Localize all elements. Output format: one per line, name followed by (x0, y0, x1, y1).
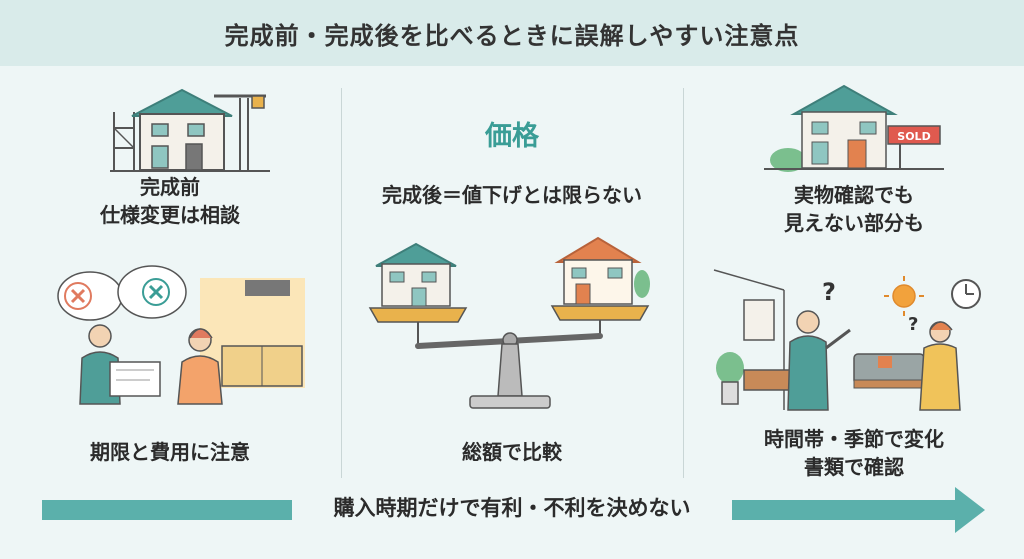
left-footer: 期限と費用に注意 (90, 440, 250, 464)
banner-arrow-left-bar (42, 500, 292, 520)
svg-text:?: ? (822, 278, 836, 306)
right-heading-line1: 実物確認でも (794, 183, 914, 207)
couple-discussing-plans-illustration (57, 265, 305, 405)
banner-text: 購入時期だけで有利・不利を決めない (333, 496, 691, 520)
column-inspection: SOLD 実物確認でも 見えない部分も ? ? 時間帯・季節で変化 書類で確認 (684, 66, 1024, 486)
page-title: 完成前・完成後を比べるときに誤解しやすい注意点 (224, 21, 800, 50)
right-footer-line2: 書類で確認 (804, 455, 904, 479)
column-divider-left (341, 88, 342, 478)
column-before-completion: 完成前 仕様変更は相談 期限と費用に注意 (0, 66, 340, 486)
header-bar: 完成前・完成後を比べるときに誤解しやすい注意点 (0, 0, 1024, 66)
arrow-right-icon (955, 487, 985, 533)
right-heading-line2: 見えない部分も (784, 211, 924, 235)
price-title: 価格 (485, 121, 539, 152)
sold-sign-text: SOLD (897, 130, 930, 143)
balance-scale-houses-illustration (368, 236, 650, 409)
sold-house-icon: SOLD (764, 84, 944, 172)
column-price: 価格 完成後＝値下げとは限らない 総額で比較 (342, 66, 682, 486)
room-viewing-illustration: ? ? (713, 269, 981, 411)
center-footer: 総額で比較 (462, 440, 562, 464)
right-footer-line1: 時間帯・季節で変化 (764, 427, 944, 451)
svg-text:?: ? (908, 314, 918, 335)
construction-house-icon (110, 88, 270, 172)
left-heading-line2: 仕様変更は相談 (100, 203, 240, 227)
price-subtitle: 完成後＝値下げとは限らない (382, 183, 642, 207)
left-heading-line1: 完成前 (140, 175, 200, 199)
banner-arrow-right-bar (732, 500, 960, 520)
column-divider-right (683, 88, 684, 478)
